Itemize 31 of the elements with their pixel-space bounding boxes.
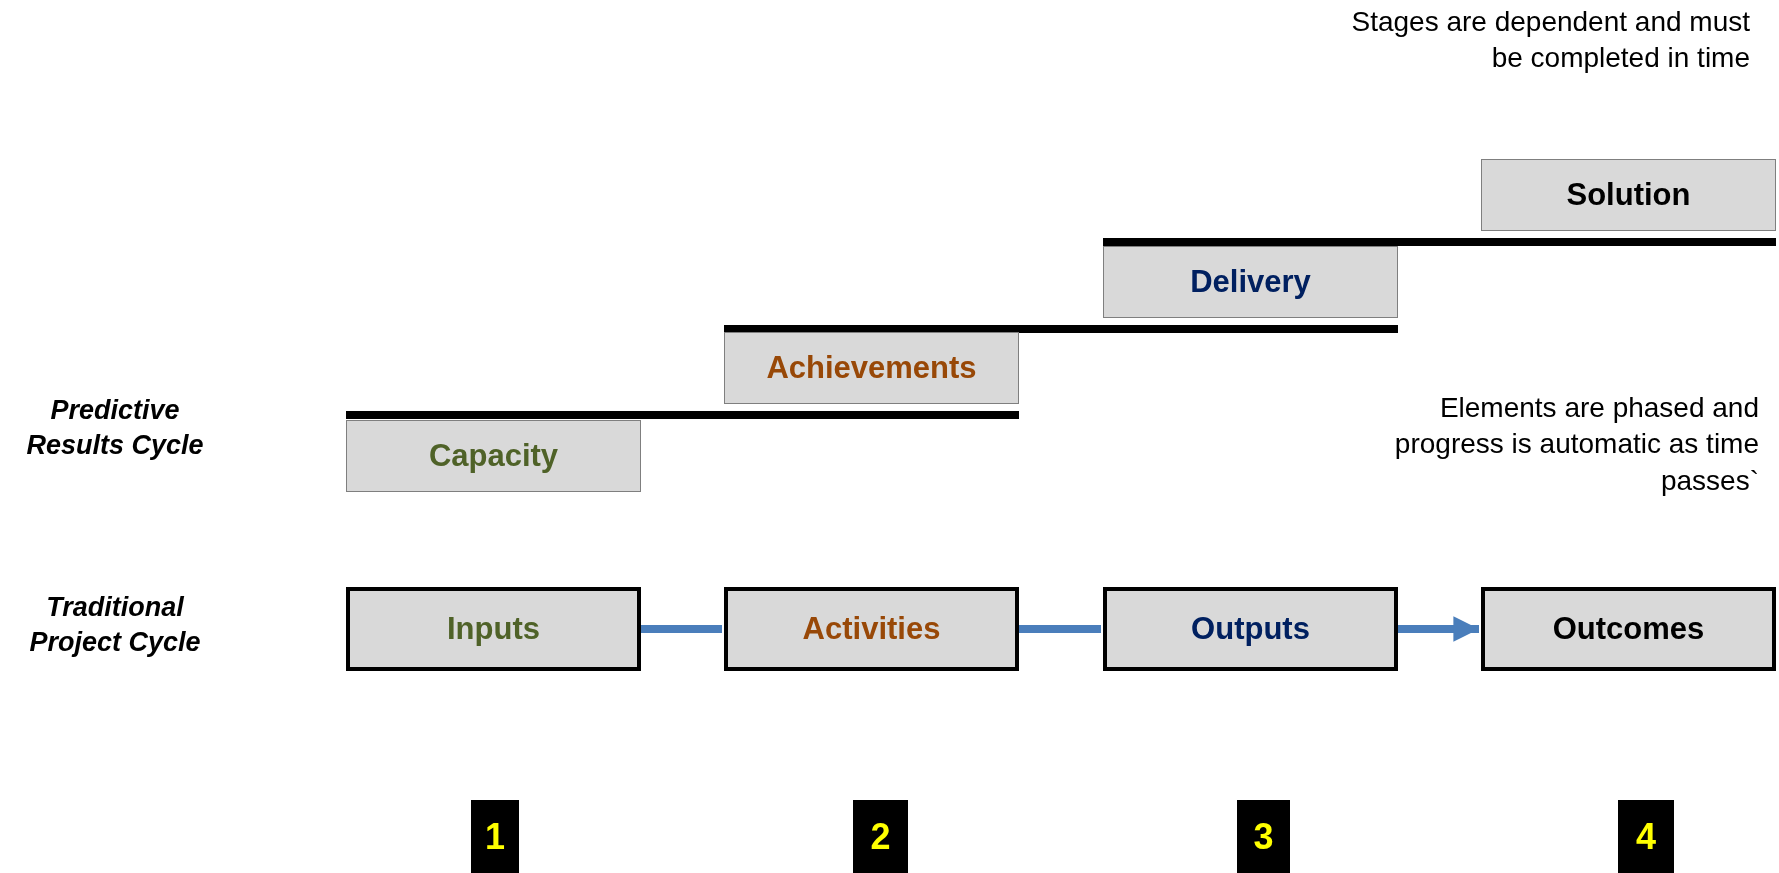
- stage-name: Outcomes: [1552, 611, 1705, 647]
- process-box: [1103, 587, 1398, 671]
- stage-name: Inputs: [447, 611, 540, 647]
- step-number: 4: [1636, 815, 1656, 858]
- number-badge: [471, 800, 519, 873]
- connector-line: [1019, 625, 1101, 633]
- stage-box: [1103, 246, 1398, 318]
- stage-box: [346, 420, 641, 492]
- connector-line: [641, 625, 722, 633]
- step-number: 1: [485, 815, 505, 858]
- stage-box: [724, 332, 1019, 404]
- process-box: [1481, 587, 1776, 671]
- stage-name: Delivery: [1190, 264, 1311, 300]
- arrow: [1398, 616, 1479, 642]
- note-text: Stages are dependent and must be completed in time: [1350, 5, 1750, 76]
- step-number: 2: [870, 815, 891, 858]
- number-badge: [853, 800, 908, 873]
- process-box: [346, 587, 641, 671]
- number-badge: [1237, 800, 1290, 873]
- note-text: Elements are phased and progress is automatic as time passes`: [1393, 391, 1759, 498]
- stage-name: Solution: [1566, 177, 1691, 213]
- stage-name: Capacity: [428, 438, 559, 474]
- stage-name: Achievements: [766, 350, 977, 386]
- step-number: 3: [1253, 815, 1274, 858]
- process-box: [724, 587, 1019, 671]
- row-label: Traditional Project Cycle: [28, 591, 202, 660]
- stage-box: [1481, 159, 1776, 231]
- stage-name: Activities: [802, 611, 941, 647]
- row-label: Predictive Results Cycle: [25, 394, 205, 463]
- number-badge: [1618, 800, 1674, 873]
- stage-name: Outputs: [1191, 611, 1310, 647]
